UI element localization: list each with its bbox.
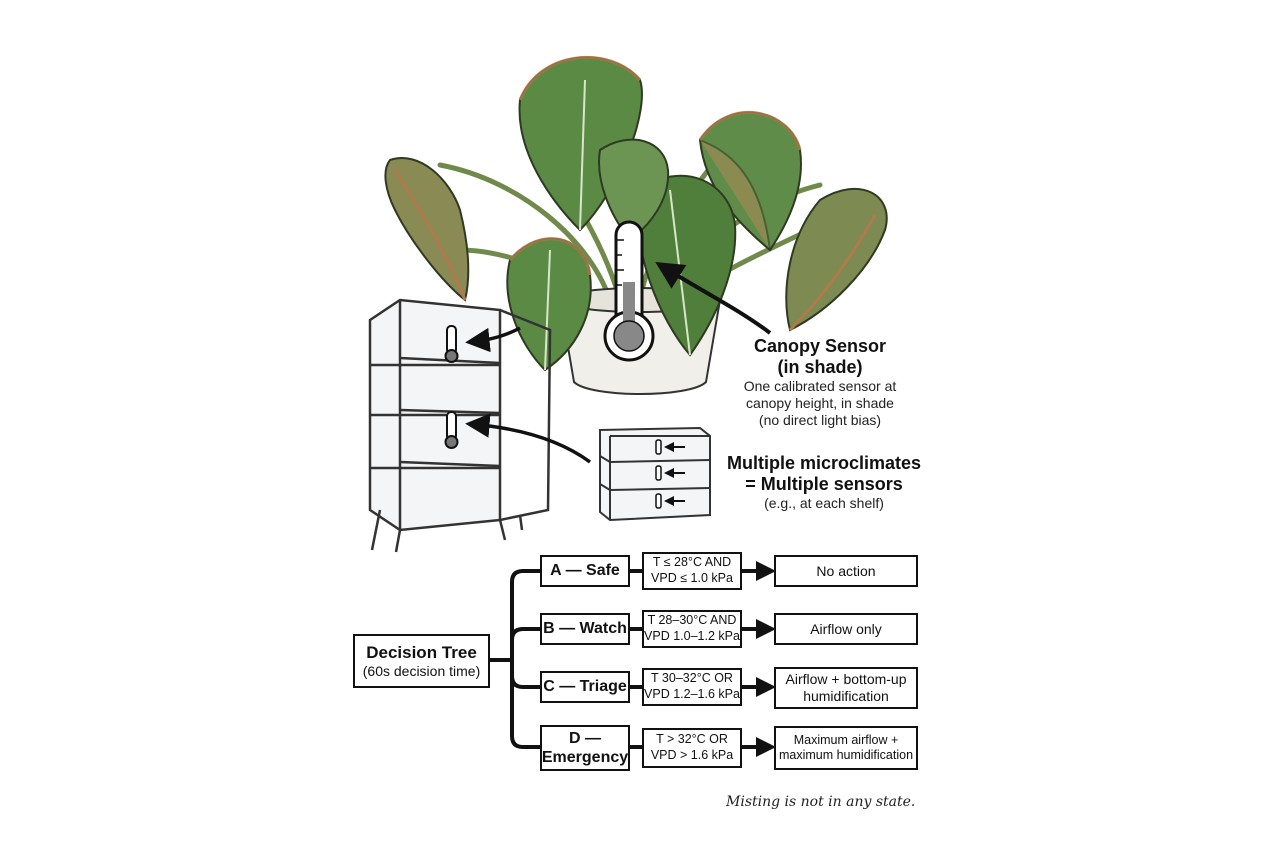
condition-b-box: T 28–30°C AND VPD 1.0–1.2 kPa xyxy=(642,610,742,648)
state-c-box: C — Triage xyxy=(540,671,630,703)
condition-text: T 28–30°C AND xyxy=(647,613,737,628)
condition-text: VPD 1.0–1.2 kPa xyxy=(644,629,740,643)
state-b-label: B — Watch xyxy=(543,620,627,638)
thermometer-icon xyxy=(655,465,662,481)
condition-text: VPD ≤ 1.0 kPa xyxy=(651,571,733,585)
action-text: maximum humidification xyxy=(778,748,914,762)
action-b-box: Airflow only xyxy=(774,613,918,645)
state-b-box: B — Watch xyxy=(540,613,630,645)
condition-c-box: T 30–32°C OR VPD 1.2–1.6 kPa xyxy=(642,668,742,706)
canopy-sensor-label: Canopy Sensor (in shade) One calibrated … xyxy=(720,336,920,428)
state-a-label: A — Safe xyxy=(550,562,620,580)
thermometer-icon xyxy=(603,220,655,362)
action-d-box: Maximum airflow + maximum humidification xyxy=(774,726,918,770)
decision-tree-root: Decision Tree (60s decision time) xyxy=(353,634,490,688)
canopy-sensor-desc: (no direct light bias) xyxy=(758,411,882,428)
canopy-sensor-subtitle: (in shade) xyxy=(777,357,863,378)
condition-text: T > 32°C OR xyxy=(656,732,728,747)
state-d-label: D — xyxy=(569,729,601,747)
state-c-label: C — Triage xyxy=(543,678,627,696)
arrow-icon xyxy=(465,413,592,464)
microclimates-desc: (e.g., at each shelf) xyxy=(764,495,884,512)
condition-d-box: T > 32°C OR VPD > 1.6 kPa xyxy=(642,728,742,768)
canopy-sensor-desc: One calibrated sensor at xyxy=(743,378,897,395)
thermometer-icon xyxy=(655,493,662,509)
condition-text: VPD 1.2–1.6 kPa xyxy=(644,687,740,701)
state-d-box: D — Emergency xyxy=(540,725,630,771)
glass-cabinet xyxy=(368,298,552,553)
condition-text: T 30–32°C OR xyxy=(651,671,733,686)
action-c-box: Airflow + bottom-up humidification xyxy=(774,667,918,709)
action-text: Maximum airflow + xyxy=(793,733,899,747)
state-d-label: Emergency xyxy=(541,749,629,766)
arrow-icon xyxy=(465,326,521,353)
action-text: Airflow only xyxy=(810,620,882,637)
footnote: Misting is not in any state. xyxy=(726,794,916,810)
plant-illustration xyxy=(384,55,888,395)
small-shelf-unit xyxy=(599,426,711,522)
state-a-box: A — Safe xyxy=(540,555,630,587)
decision-tree-title: Decision Tree xyxy=(366,643,477,662)
thermometer-icon xyxy=(655,439,662,455)
arrow-icon xyxy=(655,262,772,335)
action-text: humidification xyxy=(803,688,889,704)
action-a-box: No action xyxy=(774,555,918,587)
action-text: No action xyxy=(816,562,876,579)
condition-a-box: T ≤ 28°C AND VPD ≤ 1.0 kPa xyxy=(642,552,742,590)
thermometer-icon xyxy=(444,325,459,449)
canopy-sensor-title: Canopy Sensor xyxy=(753,336,887,356)
action-text: Airflow + bottom-up xyxy=(785,671,907,688)
decision-tree-subtitle: (60s decision time) xyxy=(362,663,481,679)
microclimates-subtitle: = Multiple sensors xyxy=(745,474,903,495)
microclimates-title: Multiple microclimates xyxy=(726,453,922,473)
microclimates-label: Multiple microclimates = Multiple sensor… xyxy=(706,453,942,512)
condition-text: T ≤ 28°C AND xyxy=(652,555,732,570)
condition-text: VPD > 1.6 kPa xyxy=(650,748,734,762)
canopy-sensor-desc: canopy height, in shade xyxy=(746,394,894,411)
